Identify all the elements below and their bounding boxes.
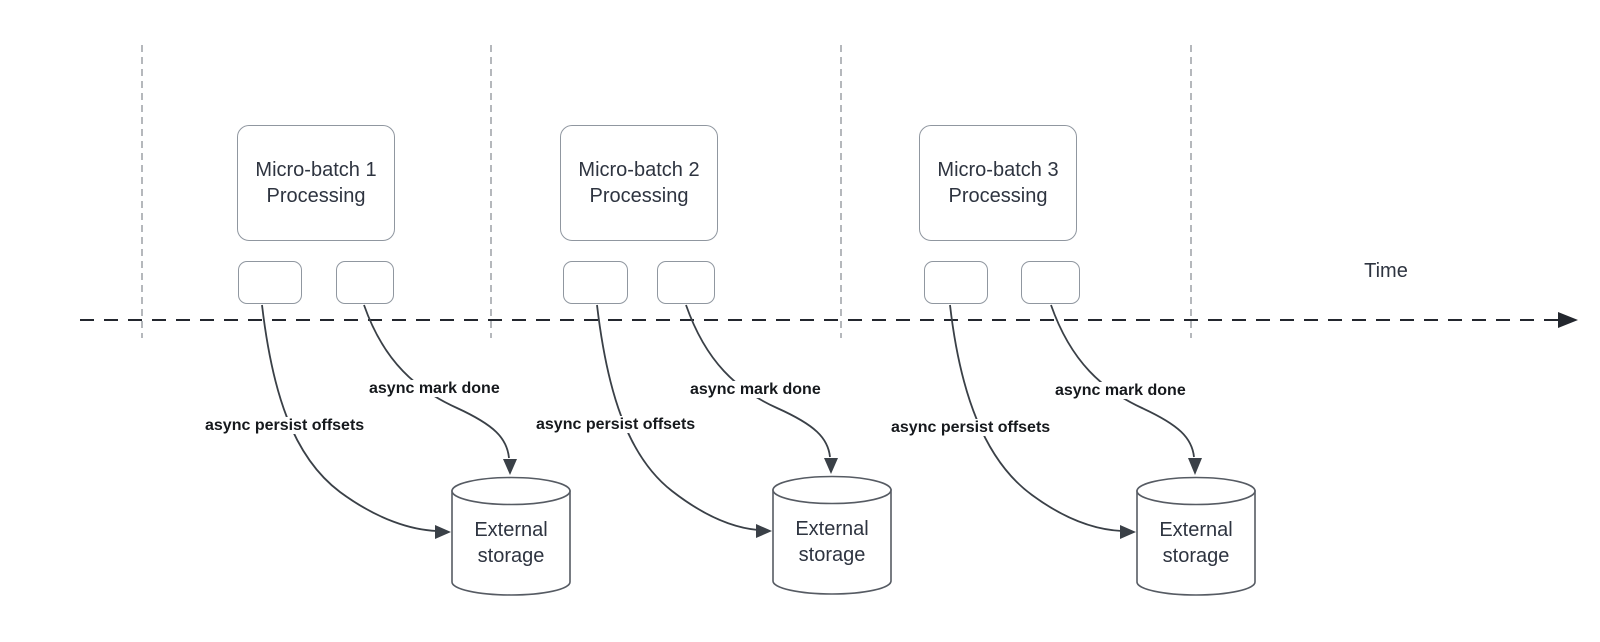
mark-done-arrow-1	[363, 304, 510, 459]
mark-done-arrowhead-2-icon	[824, 458, 838, 474]
mark-done-arrowhead-1-icon	[503, 459, 517, 475]
mark-done-arrow-2	[685, 304, 831, 458]
micro-batch-3-processing-box: Micro-batch 3 Processing	[919, 125, 1077, 241]
external-storage-cylinder-2	[772, 475, 892, 595]
offset-rect-1a	[238, 261, 302, 304]
external-storage-cylinder-3	[1136, 476, 1256, 596]
offset-rect-3b	[1021, 261, 1080, 304]
mark-done-label-2: async mark done	[687, 381, 824, 398]
mark-done-label-3: async mark done	[1052, 382, 1189, 399]
offset-rect-2b	[657, 261, 715, 304]
persist-offsets-label-2: async persist offsets	[533, 416, 699, 433]
persist-offsets-arrowhead-3-icon	[1120, 525, 1136, 539]
persist-offsets-arrow-1	[261, 304, 438, 532]
micro-batch-1-processing-box: Micro-batch 1 Processing	[237, 125, 395, 241]
external-storage-label-3: External storage	[1159, 519, 1233, 567]
offset-rect-3a	[924, 261, 988, 304]
time-axis-arrowhead-icon	[1558, 312, 1578, 328]
mark-done-arrowhead-3-icon	[1188, 458, 1202, 475]
external-storage-label-2: External storage	[795, 518, 869, 566]
persist-offsets-arrow-3	[949, 304, 1123, 532]
persist-offsets-arrow-2	[596, 304, 759, 531]
persist-offsets-arrowhead-2-icon	[756, 524, 772, 538]
offset-rect-1b	[336, 261, 394, 304]
offset-rect-2a	[563, 261, 628, 304]
mark-done-label-1: async mark done	[366, 380, 503, 397]
external-storage-label-1: External storage	[474, 519, 548, 567]
time-axis-label: Time	[1364, 260, 1408, 282]
micro-batch-2-processing-box: Micro-batch 2 Processing	[560, 125, 718, 241]
external-storage-cylinder-1	[451, 476, 571, 596]
mark-done-arrow-3	[1050, 304, 1195, 458]
persist-offsets-arrowhead-1-icon	[435, 525, 451, 539]
persist-offsets-label-1: async persist offsets	[202, 417, 368, 434]
persist-offsets-label-3: async persist offsets	[888, 419, 1054, 436]
